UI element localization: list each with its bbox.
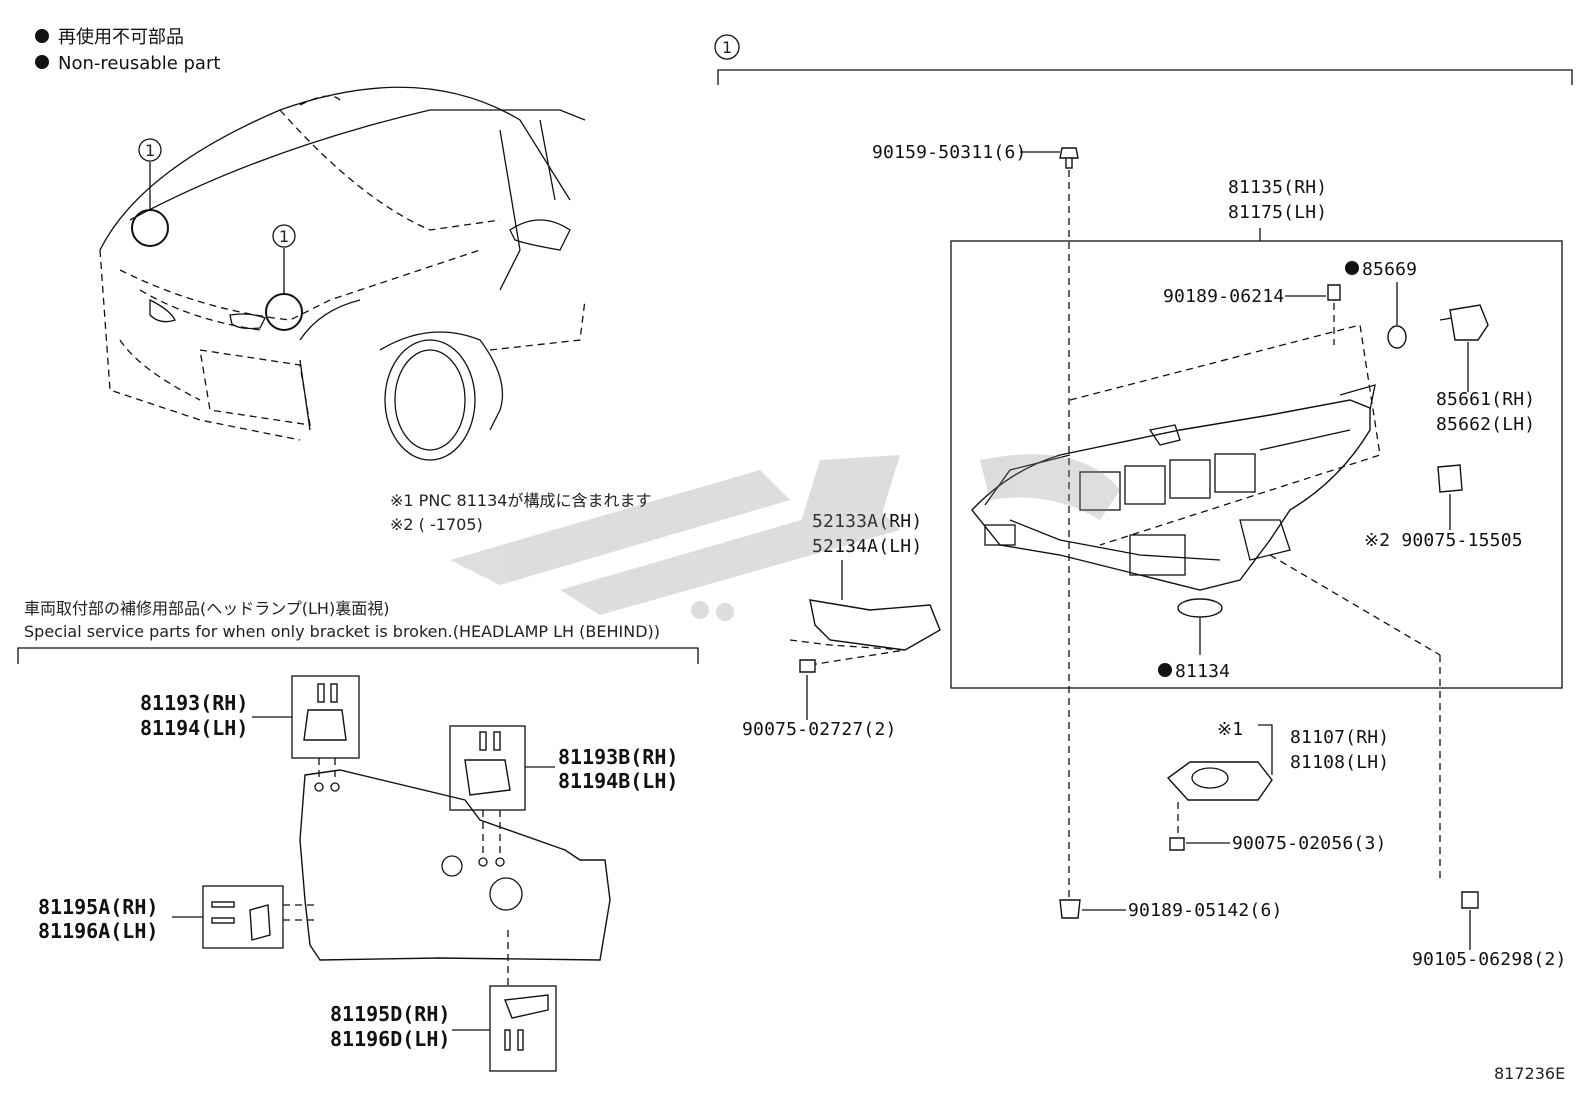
part-81194: 81194(LH) bbox=[140, 716, 248, 740]
cap-90075-15505 bbox=[1437, 464, 1463, 493]
part-90075b: 90075-02727(2) bbox=[742, 719, 897, 740]
part-90105: 90105-06298(2) bbox=[1412, 949, 1567, 970]
callout-number: 1 bbox=[145, 141, 155, 160]
clip-90189b bbox=[1059, 899, 1081, 919]
callout-circle bbox=[138, 138, 162, 162]
headlamp-back-view bbox=[299, 769, 611, 961]
part-85669: 85669 bbox=[1362, 259, 1417, 280]
headlamp-location-marker bbox=[131, 209, 169, 247]
part-81196d: 81196D(LH) bbox=[330, 1027, 450, 1051]
seal-81134 bbox=[1177, 598, 1223, 618]
note-2: ※2 ( -1705) bbox=[390, 515, 483, 534]
service-title-jp: 車両取付部の補修用部品(ヘッドランプ(LH)裏面視) bbox=[24, 599, 389, 618]
part-81195d: 81195D(RH) bbox=[330, 1002, 450, 1026]
gasket-85669 bbox=[1387, 325, 1407, 349]
part-81135: 81135(RH) bbox=[1228, 177, 1327, 198]
part-90075c: 90075-02056(3) bbox=[1232, 833, 1387, 854]
bolt-90159 bbox=[1059, 147, 1079, 169]
legend-jp: 再使用不可部品 bbox=[58, 27, 184, 48]
part-85661: 85661(RH) bbox=[1436, 389, 1535, 410]
bracket-52133a bbox=[809, 599, 941, 651]
part-90189b: 90189-05142(6) bbox=[1128, 900, 1283, 921]
part-81193: 81193(RH) bbox=[140, 691, 248, 715]
callout-circle bbox=[714, 34, 740, 60]
bolt-90075-02727 bbox=[799, 659, 816, 673]
part-52133: 52133A(RH) bbox=[812, 511, 922, 532]
bolt-90105 bbox=[1461, 891, 1479, 909]
note-1: ※1 PNC 81134が構成に含まれます bbox=[390, 491, 651, 510]
non-reusable-icon bbox=[1158, 663, 1172, 677]
part-90159: 90159-50311(6) bbox=[872, 142, 1027, 163]
part-81194b: 81194B(LH) bbox=[558, 769, 678, 793]
non-reusable-icon bbox=[1345, 261, 1359, 275]
part-85662: 85662(LH) bbox=[1436, 414, 1535, 435]
kit-81193b-box bbox=[449, 725, 526, 811]
headlamp-location-marker bbox=[265, 293, 303, 331]
screw-90075-02056 bbox=[1169, 837, 1185, 851]
watermark-logo bbox=[450, 454, 1120, 621]
part-81175: 81175(LH) bbox=[1228, 202, 1327, 223]
legend-en: Non-reusable part bbox=[58, 53, 220, 74]
diagram-id: 817236E bbox=[1494, 1064, 1565, 1083]
part-81108: 81108(LH) bbox=[1290, 752, 1389, 773]
part-90075a: ※2 90075-15505 bbox=[1364, 530, 1523, 551]
car-front-illustration bbox=[99, 86, 586, 461]
callout-number: 1 bbox=[279, 227, 289, 246]
callout-number: 1 bbox=[722, 38, 732, 57]
part-81107: 81107(RH) bbox=[1290, 727, 1389, 748]
kit-81195d-box bbox=[489, 985, 557, 1072]
filled-dot-icon bbox=[35, 29, 49, 43]
part-52134: 52134A(LH) bbox=[812, 536, 922, 557]
part-81195a: 81195A(RH) bbox=[38, 895, 158, 919]
part-90189a: 90189-06214 bbox=[1163, 286, 1284, 307]
service-title-en: Special service parts for when only brac… bbox=[24, 622, 660, 641]
headlamp-unit bbox=[971, 324, 1381, 591]
part-81196a: 81196A(LH) bbox=[38, 919, 158, 943]
legend: 再使用不可部品 Non-reusable part bbox=[35, 27, 220, 74]
clip-90189a bbox=[1327, 284, 1341, 301]
part-81134: 81134 bbox=[1175, 661, 1230, 682]
bulb-socket-85661 bbox=[1439, 304, 1489, 341]
part-81107-mark: ※1 bbox=[1217, 719, 1243, 740]
ballast-81107 bbox=[1166, 761, 1273, 801]
car-callouts: 1 1 bbox=[131, 138, 303, 331]
main-group-bracket: 1 bbox=[714, 34, 1573, 85]
kit-81195a-box bbox=[202, 885, 284, 949]
headlamp-assembly-box bbox=[950, 240, 1563, 689]
filled-dot-icon bbox=[35, 55, 49, 69]
part-81193b: 81193B(RH) bbox=[558, 745, 678, 769]
callout-circle bbox=[272, 224, 296, 248]
